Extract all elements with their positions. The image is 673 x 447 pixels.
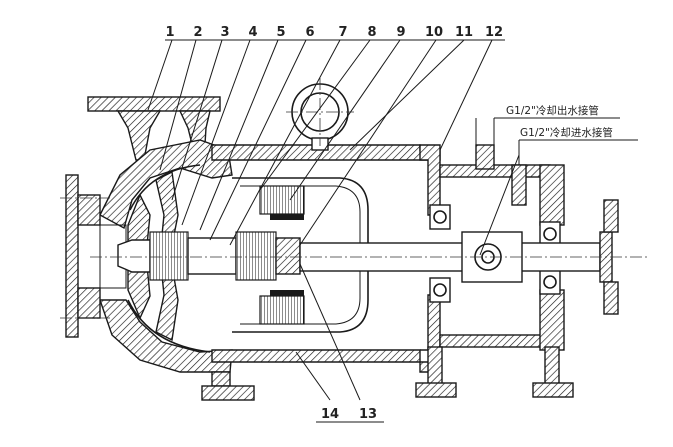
cooling-inlet-pipe [511,140,527,206]
callout-14: 14 [321,407,339,422]
lifting-eye [286,78,354,151]
bearing-housing [415,144,574,398]
callout-4: 4 [248,25,257,40]
callout-12: 12 [485,25,503,40]
callout-6: 6 [305,25,314,40]
callout-2: 2 [193,25,202,40]
impeller-nut [117,231,301,281]
leader-lines [147,39,638,423]
base-feet [201,371,255,401]
callout-9: 9 [396,25,405,40]
cooling-outlet-note: G1/2"冷却出水接管 [506,104,599,117]
drive-shaft [299,199,619,315]
callout-7: 7 [338,25,347,40]
callout-numbers: 1 2 3 4 5 6 7 8 9 10 11 12 14 13 [165,25,503,422]
callout-1: 1 [165,25,174,40]
inner-magnet-rotor [259,185,305,325]
inlet-flange [60,174,127,338]
containment-shell [211,144,441,373]
callout-11: 11 [455,25,473,40]
callout-3: 3 [220,25,229,40]
callout-8: 8 [367,25,376,40]
cooling-inlet-note: G1/2"冷却进水接管 [520,126,613,139]
cooling-outlet-pipe [475,118,495,170]
callout-13: 13 [359,407,377,422]
callout-5: 5 [276,25,285,40]
callout-10: 10 [425,25,443,40]
